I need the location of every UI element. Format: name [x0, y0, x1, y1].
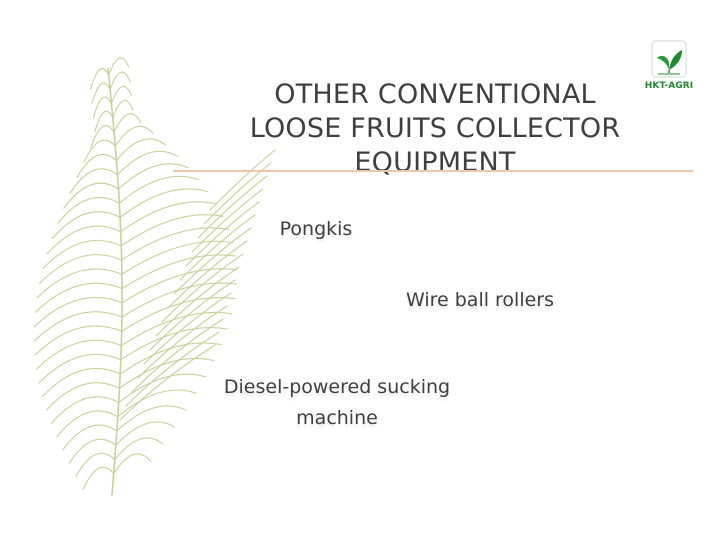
title-divider	[173, 170, 693, 172]
logo-label: HKT-AGRI	[644, 81, 694, 91]
title-line-2: LOOSE FRUITS COLLECTOR	[249, 113, 621, 144]
item-wire-ball-rollers: Wire ball rollers	[405, 289, 555, 311]
item-diesel-sucking-machine: Diesel-powered sucking machine	[223, 376, 451, 429]
slide-title: OTHER CONVENTIONAL LOOSE FRUITS COLLECTO…	[200, 78, 670, 180]
company-logo: HKT-AGRI	[641, 40, 697, 98]
item-pongkis: Pongkis	[279, 218, 353, 240]
leaf-logo-icon	[651, 40, 687, 78]
title-line-1: OTHER CONVENTIONAL	[274, 79, 596, 110]
title-line-3: EQUIPMENT	[354, 147, 516, 178]
